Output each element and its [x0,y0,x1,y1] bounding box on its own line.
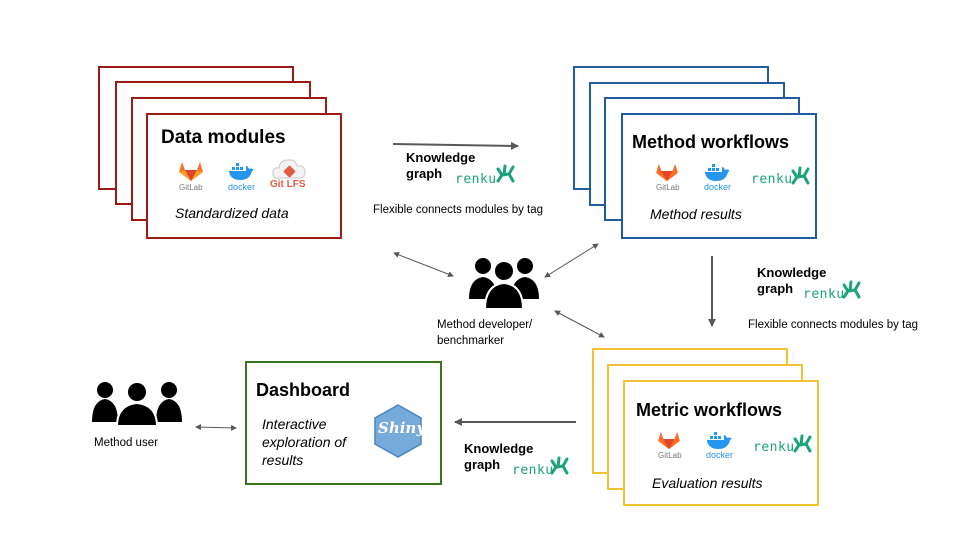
arrow-dev-metric [554,310,605,338]
gitlab-icon [658,431,680,450]
method-workflows-subtitle: Method results [650,206,742,222]
dashboard-description-line: Interactive [262,416,327,432]
method-workflows-title: Method workflows [632,132,789,152]
git-lfs-icon [272,159,306,179]
arrow-data-to-method [392,141,519,150]
renku-frog-icon [550,456,569,475]
renku-label: renku [753,440,795,455]
renku-frog-icon [793,434,812,453]
metric-workflows-title: Metric workflows [636,400,783,420]
gitlab-icon [179,162,203,181]
method-user-label: Method user [94,437,158,449]
developer-label-line2: benchmarker [437,335,505,347]
knowledge-graph-line1: Knowledge [406,150,476,165]
docker-label: docker [704,182,732,192]
data-modules-card: Data modules GitLab docker Git LFS Stand… [146,113,342,239]
renku-label: renku [803,287,845,302]
renku-label: renku [455,172,497,187]
gitlab-icon [656,163,678,182]
gitlab-label: GitLab [179,183,203,192]
knowledge-graph-line1: Knowledge [464,441,534,456]
arrow-user-dashboard [195,424,237,431]
arrow-dev-method [544,243,599,278]
knowledge-graph-label: Knowledge graph [464,441,533,473]
data-modules-title: Data modules [161,127,286,148]
dashboard-description-line: exploration of [262,434,347,450]
knowledge-graph-line2: graph [757,281,794,296]
renku-label: renku [751,172,793,187]
renku-frog-icon [842,280,861,299]
gitlab-label: GitLab [658,451,682,460]
dashboard-title: Dashboard [256,380,351,400]
data-modules-subtitle: Standardized data [175,205,289,221]
docker-icon [707,432,732,449]
knowledge-graph-label: Knowledge graph [406,150,475,182]
method-workflows-card: Method workflows GitLab docker renku Met… [621,113,817,239]
shiny-hexagon-icon [374,404,422,458]
knowledge-graph-label: Knowledge graph [757,265,826,297]
renku-frog-icon [791,166,810,185]
metric-workflows-subtitle: Evaluation results [652,475,763,491]
people-group-icon [469,258,539,310]
flex-note: Flexible connects modules by tag [748,319,919,331]
docker-label: docker [228,182,256,192]
shiny-label: Shiny [378,419,426,437]
dashboard-description: Interactive exploration of results [262,415,346,469]
git-lfs-label: Git LFS [270,179,306,190]
dashboard-card: Dashboard Interactive exploration of res… [245,361,442,485]
dashboard-description-line: results [262,452,304,468]
docker-label: docker [706,450,734,460]
flex-note: Flexible connects modules by tag [373,204,544,216]
arrow-dev-data [393,252,454,277]
docker-icon [705,164,730,181]
developer-label: Method developer/ benchmarker [437,317,532,349]
docker-icon [229,163,254,180]
knowledge-graph-line1: Knowledge [757,265,827,280]
developer-label-line1: Method developer/ [437,319,533,331]
knowledge-graph-line2: graph [464,457,501,472]
people-group-icon [92,381,182,426]
metric-workflows-card: Metric workflows GitLab docker renku Eva… [623,380,819,506]
renku-label: renku [512,463,554,478]
knowledge-graph-line2: graph [406,166,443,181]
gitlab-label: GitLab [656,183,680,192]
renku-frog-icon [496,164,515,183]
